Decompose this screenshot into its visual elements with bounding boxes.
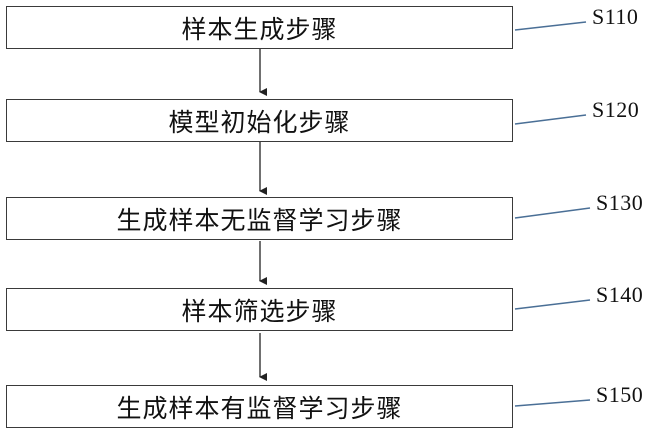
leader-line-s110 [515,22,586,30]
step-box-s120: 模型初始化步骤 [6,99,513,142]
step-text: 生成样本有监督学习步骤 [116,389,402,425]
step-label-s110: S110 [592,4,638,30]
leader-line-s140 [515,300,590,309]
step-box-s130: 生成样本无监督学习步骤 [6,197,513,240]
step-box-s110: 样本生成步骤 [6,6,513,49]
step-label-s130: S130 [596,190,643,216]
step-label-s120: S120 [592,97,639,123]
step-label-s140: S140 [596,282,643,308]
step-label-s150: S150 [596,382,643,408]
step-text: 样本生成步骤 [181,10,337,46]
step-text: 样本筛选步骤 [181,292,337,328]
step-box-s140: 样本筛选步骤 [6,288,513,331]
step-box-s150: 生成样本有监督学习步骤 [6,385,513,428]
step-text: 模型初始化步骤 [168,103,350,139]
leader-line-s120 [515,115,586,124]
leader-line-s150 [515,400,590,406]
step-text: 生成样本无监督学习步骤 [116,201,402,237]
leader-line-s130 [515,208,590,218]
